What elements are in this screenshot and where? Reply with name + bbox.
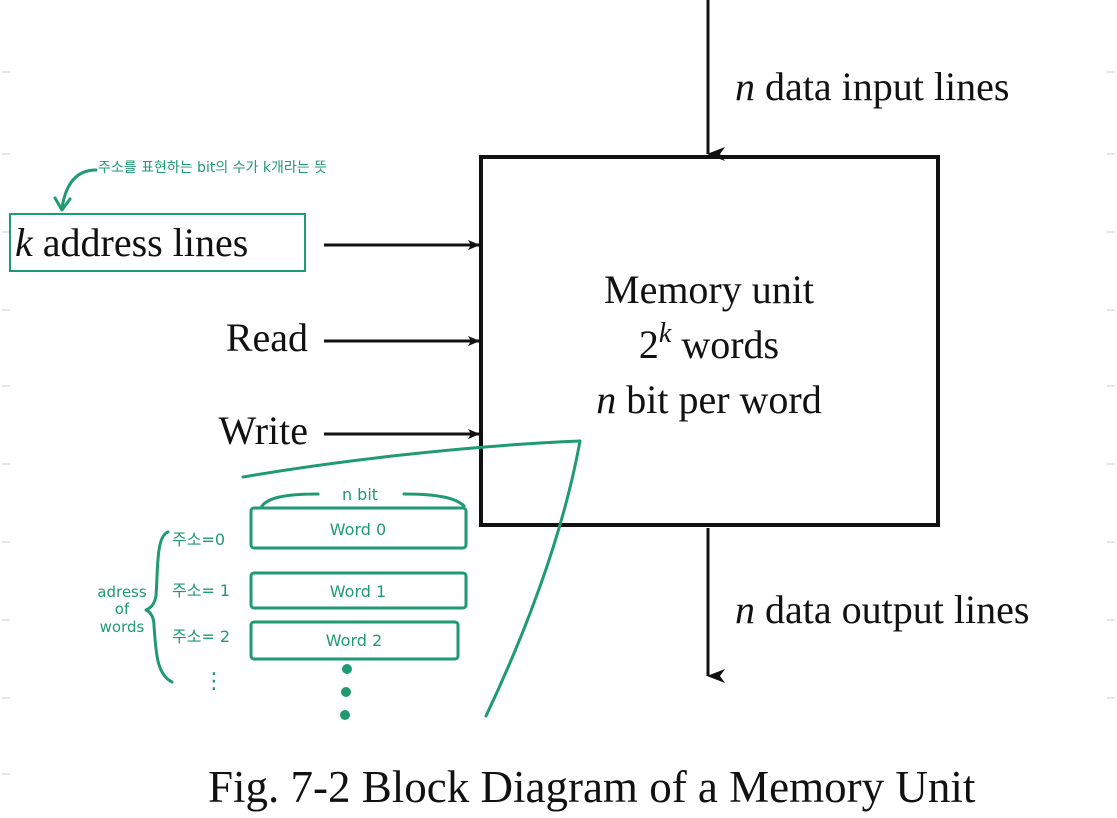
address-1-label: 주소= 1 [172,581,230,600]
n-bit-bracket-right [402,492,466,508]
side-label-line-2: of [115,600,130,618]
word-continuation-dots [340,664,352,720]
page-tick-marks [2,71,1115,775]
word-0-label: Word 0 [330,520,386,539]
data-input-text: data input lines [755,64,1009,109]
annotation-pointer-head [53,196,72,212]
bits-text: bit per word [616,377,822,422]
data-output-var: n [735,587,755,632]
annotation-pointer [60,168,98,210]
memory-words-line: 2k words [639,318,779,367]
data-input-var: n [735,64,755,109]
data-output-text: data output lines [755,587,1029,632]
handwritten-annotations [53,168,582,718]
address-text: address lines [33,220,249,265]
side-label-line-3: words [100,618,145,636]
side-label-line-1: adress [97,583,147,601]
figure-caption: Fig. 7-2 Block Diagram of a Memory Unit [208,762,976,812]
address-var: k [15,220,34,265]
read-label: Read [226,315,308,360]
address-brace [144,530,174,684]
word-2-box [249,620,460,661]
word-0-box [249,506,468,550]
word-2-label: Word 2 [326,631,382,650]
address-0-label: 주소=0 [172,530,225,549]
words-text: words [671,322,779,367]
address-2-label: 주소= 2 [172,627,230,646]
n-bit-bracket-left [260,492,320,508]
words-base: 2 [639,322,659,367]
data-output-label: n data output lines [735,587,1029,632]
zoom-line-side [484,439,582,718]
address-note: 주소를 표현하는 bit의 수가 k개라는 뜻 [98,160,327,176]
address-lines-label: k address lines [15,220,248,265]
address-ellipsis: ⋮ [203,669,225,694]
word-1-box [249,571,468,610]
n-bit-label: n bit [342,485,378,504]
memory-bits-line: n bit per word [596,377,822,422]
memory-unit-title: Memory unit [604,267,814,312]
write-label: Write [219,408,308,453]
bits-var: n [596,377,616,422]
data-input-label: n data input lines [735,64,1009,109]
address-lines-highlight [9,213,306,272]
zoom-line-top [241,439,582,479]
words-exponent: k [659,318,672,349]
word-1-label: Word 1 [330,582,386,601]
